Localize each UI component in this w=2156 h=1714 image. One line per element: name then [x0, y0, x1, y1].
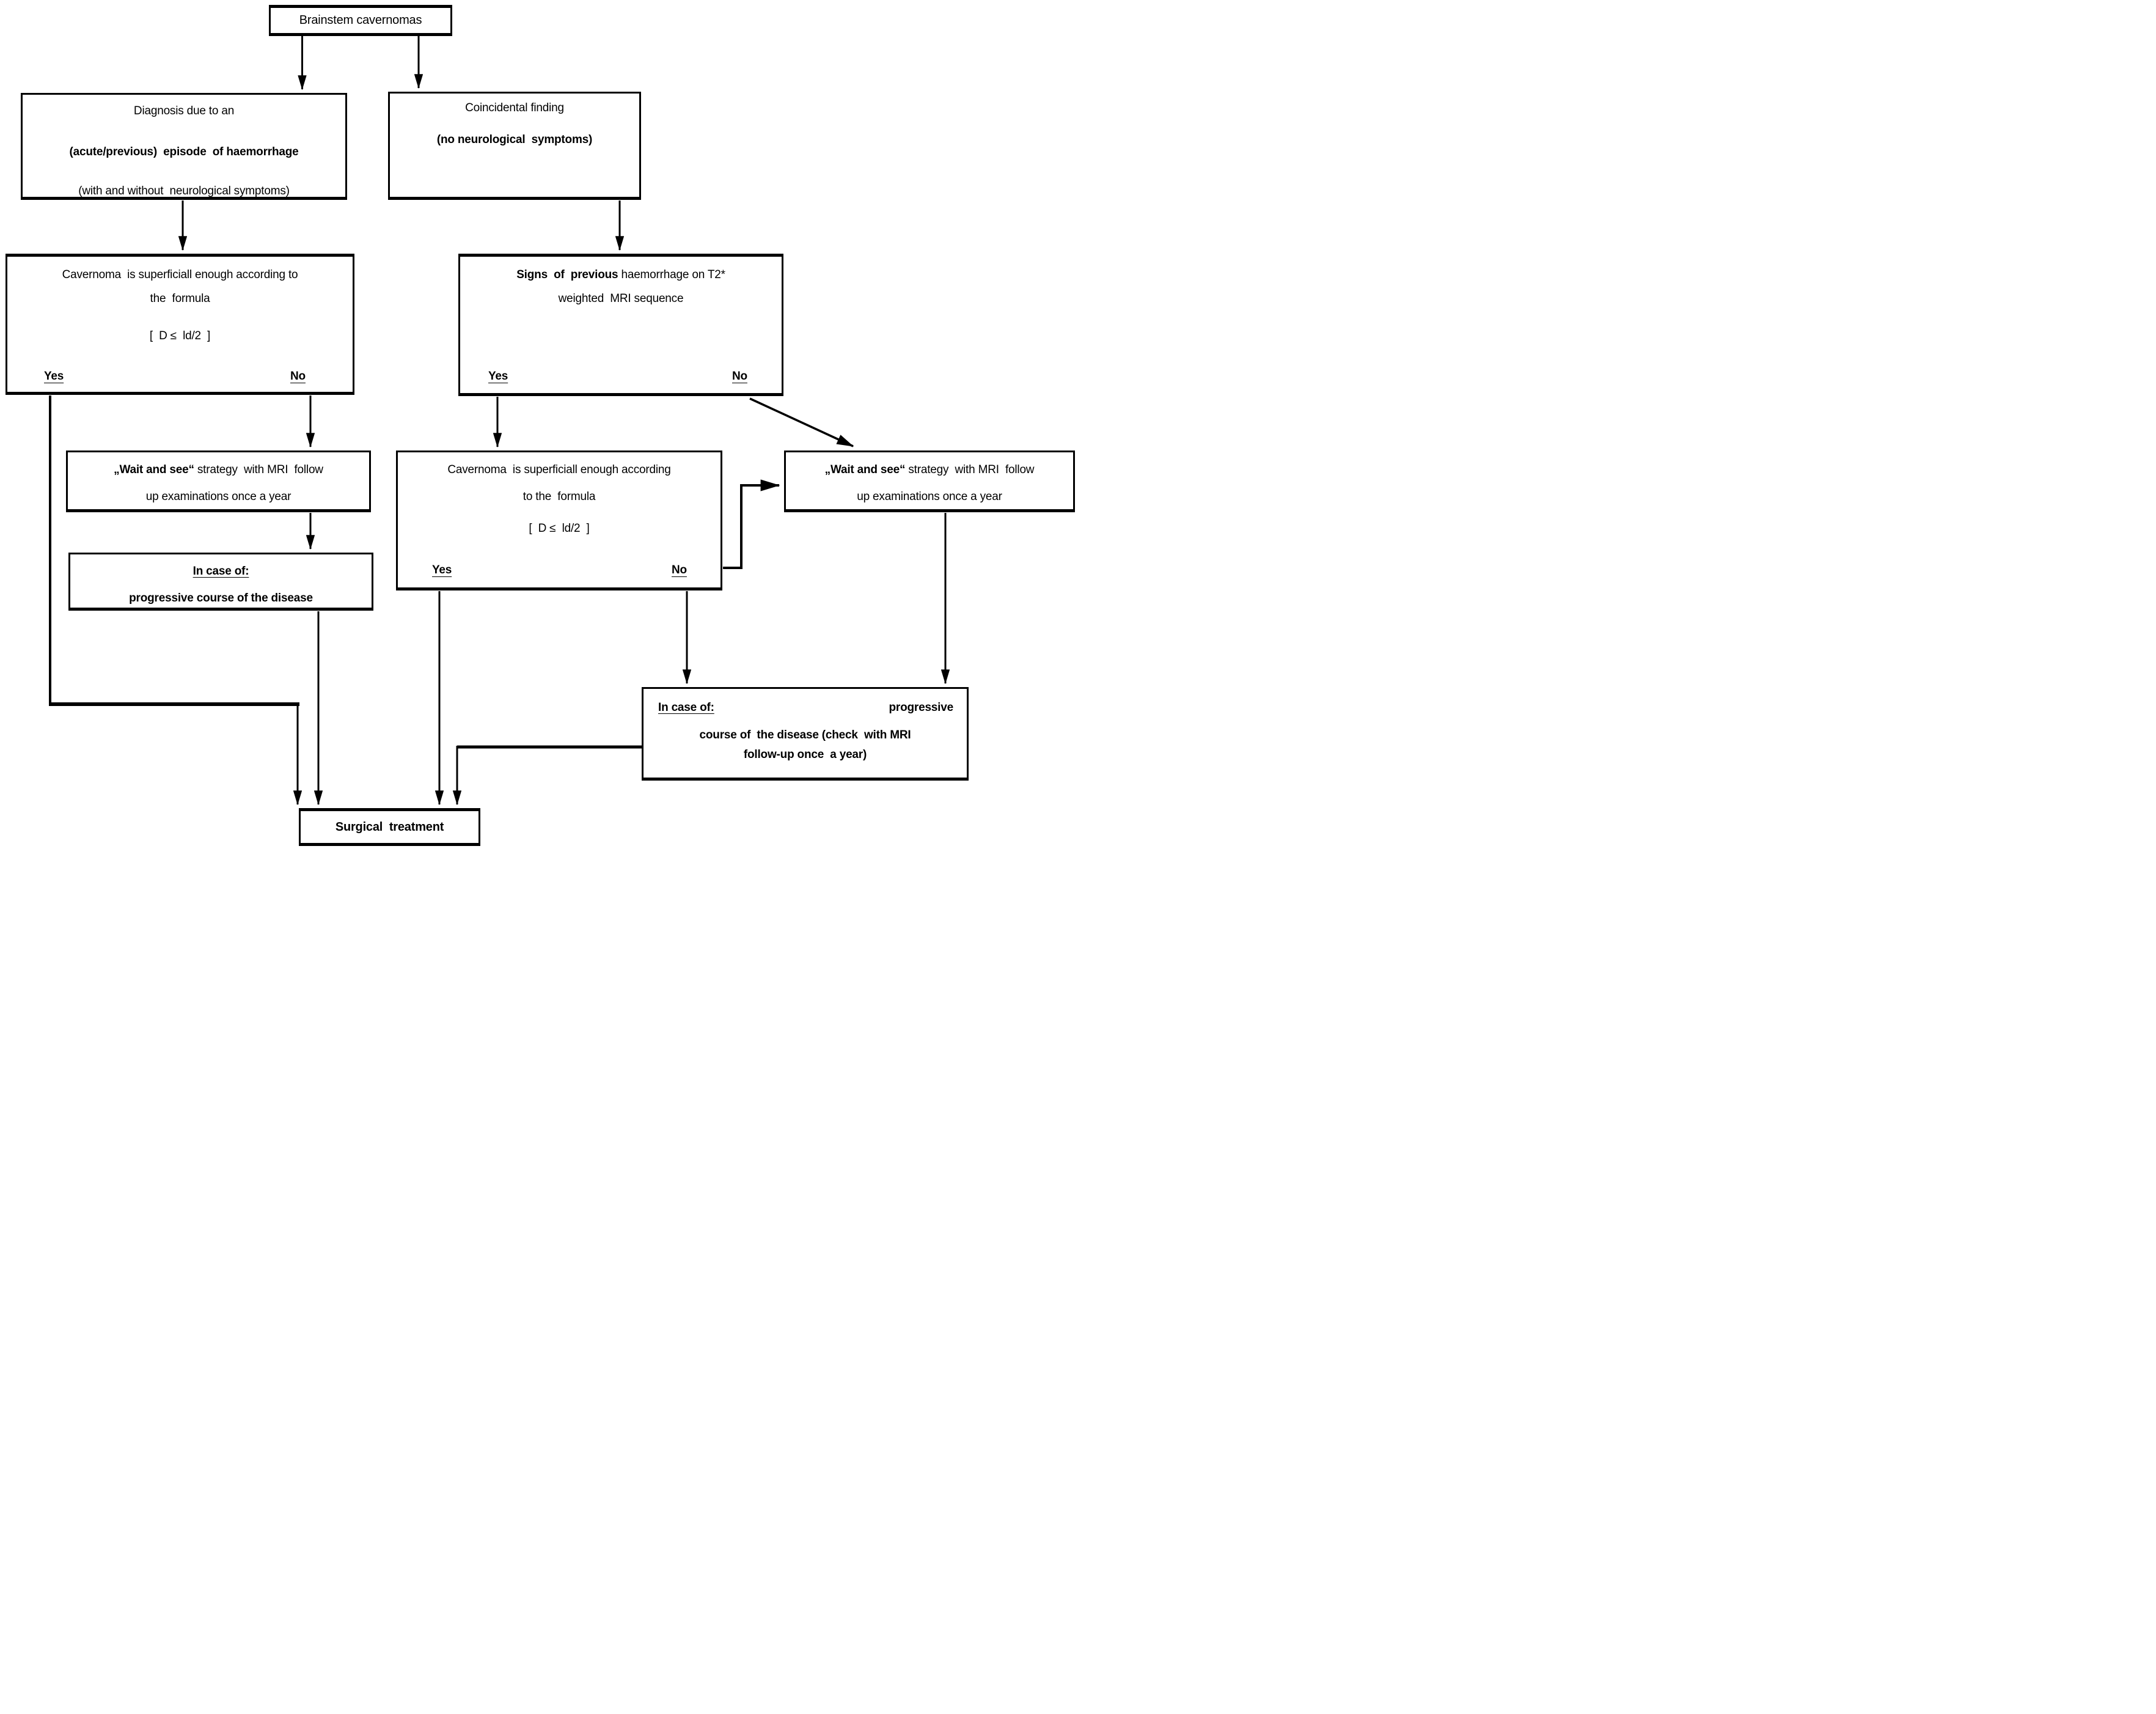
wait-left-quote: „Wait and see“	[114, 463, 194, 476]
coincidental-line2: (no neurological symptoms)	[436, 133, 593, 146]
node-wait-and-see-left: „Wait and see“ strategy with MRI follow …	[66, 451, 371, 512]
flowchart-brainstem-cavernomas: Brainstem cavernomas Diagnosis due to an…	[0, 0, 1078, 857]
node-coincidental-finding: Coincidental finding (no neurological sy…	[388, 92, 641, 200]
node-diagnosis-haemorrhage: Diagnosis due to an (acute/previous) epi…	[21, 93, 347, 200]
incase-right-line2: course of the disease (check with MRI	[699, 729, 911, 741]
superficial-left-yes-label: Yes	[44, 370, 64, 383]
arrow-signs-no-to-wait-right	[749, 397, 854, 447]
diagnosis-line1: Diagnosis due to an	[133, 105, 235, 117]
signs-line1: Signs of previous haemorrhage on T2*	[460, 268, 782, 282]
superficial-mid-yes-label: Yes	[432, 564, 452, 576]
superficial-mid-formula: [ D ≤ ld/2 ]	[529, 522, 590, 535]
incase-right-line3: follow-up once a year)	[743, 748, 867, 761]
node-superficial-check-left: Cavernoma is superficiall enough accordi…	[6, 254, 354, 395]
signs-line1-rest: haemorrhage on T2*	[618, 268, 725, 281]
node-superficial-check-mid: Cavernoma is superficiall enough accordi…	[396, 451, 722, 590]
surgical-treatment-label: Surgical treatment	[335, 820, 444, 834]
wait-right-quote: „Wait and see“	[824, 463, 906, 476]
wait-right-line2: up examinations once a year	[857, 490, 1002, 503]
wait-right-line1-rest: strategy with MRI follow	[905, 463, 1035, 476]
node-incase-left: In case of: progressive course of the di…	[68, 553, 373, 611]
diagnosis-line3: (with and without neurological symptoms)	[78, 185, 290, 197]
superficial-mid-line2: to the formula	[522, 490, 596, 503]
incase-right-heading: In case of:	[658, 701, 714, 714]
superficial-left-line2: the formula	[150, 292, 210, 305]
node-brainstem-cavernomas-label: Brainstem cavernomas	[299, 13, 422, 27]
signs-line1-bold: Signs of previous	[516, 268, 618, 281]
incase-left-line2: progressive course of the disease	[129, 592, 313, 605]
superficial-left-formula: [ D ≤ ld/2 ]	[149, 329, 211, 342]
superficial-mid-no-label: No	[672, 564, 687, 576]
connector-layer	[49, 36, 950, 806]
node-surgical-treatment: Surgical treatment	[299, 808, 480, 846]
wait-right-line1: „Wait and see“ strategy with MRI follow	[786, 463, 1073, 477]
incase-right-progressive: progressive	[889, 701, 953, 714]
diagnosis-line2: (acute/previous) episode of haemorrhage	[69, 145, 299, 158]
signs-no-label: No	[732, 370, 747, 383]
node-brainstem-cavernomas: Brainstem cavernomas	[269, 5, 452, 36]
superficial-left-line1: Cavernoma is superficiall enough accordi…	[62, 268, 298, 281]
superficial-left-no-label: No	[290, 370, 306, 383]
node-signs-t2: Signs of previous haemorrhage on T2* wei…	[458, 254, 783, 396]
arrow-superficial-mid-no-elbow-to-wait-right	[723, 479, 780, 569]
incase-left-heading: In case of:	[193, 565, 249, 578]
wait-left-line1: „Wait and see“ strategy with MRI follow	[68, 463, 369, 477]
signs-line2: weighted MRI sequence	[558, 292, 684, 305]
coincidental-line1: Coincidental finding	[465, 101, 564, 114]
node-incase-right: In case of: progressive course of the di…	[642, 687, 969, 781]
wait-left-line1-rest: strategy with MRI follow	[194, 463, 323, 476]
superficial-mid-line1: Cavernoma is superficiall enough accordi…	[447, 463, 671, 476]
wait-left-line2: up examinations once a year	[145, 490, 292, 503]
node-wait-and-see-right: „Wait and see“ strategy with MRI follow …	[784, 451, 1075, 512]
signs-yes-label: Yes	[488, 370, 508, 383]
